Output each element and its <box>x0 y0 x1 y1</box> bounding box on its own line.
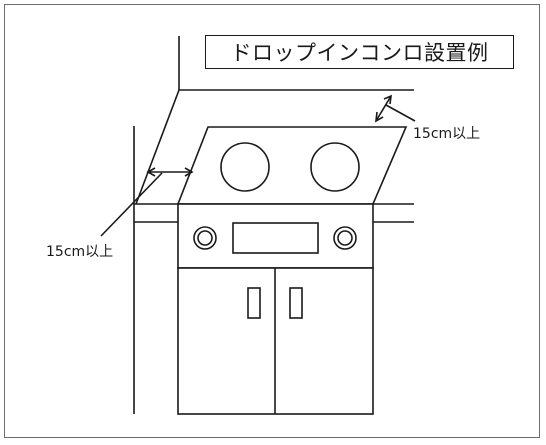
rear-clearance-label: 15cm以上 <box>413 123 481 143</box>
control-display <box>232 222 319 254</box>
rear-clearance-leader <box>385 104 416 122</box>
side-clearance-label: 15cm以上 <box>46 241 114 261</box>
burner-left <box>220 142 270 192</box>
title-box: ドロップインコンロ設置例 <box>205 35 514 69</box>
wall-diagonal-edge <box>135 89 180 205</box>
side-arrowhead-right <box>184 167 194 177</box>
knob-right-inner <box>337 230 353 246</box>
side-clearance-leader <box>100 172 163 237</box>
door-handle-left <box>247 287 261 319</box>
burner-right <box>310 142 360 192</box>
rear-clearance-arrow <box>375 95 392 122</box>
side-arrowhead-left <box>146 167 156 177</box>
stove-top <box>176 126 408 205</box>
rear-arrowhead-bottom <box>375 111 384 123</box>
door-handle-right <box>289 287 303 319</box>
knob-left-inner <box>197 230 213 246</box>
rear-arrowhead-top <box>383 94 392 105</box>
diagram-title: ドロップインコンロ設置例 <box>230 41 489 65</box>
